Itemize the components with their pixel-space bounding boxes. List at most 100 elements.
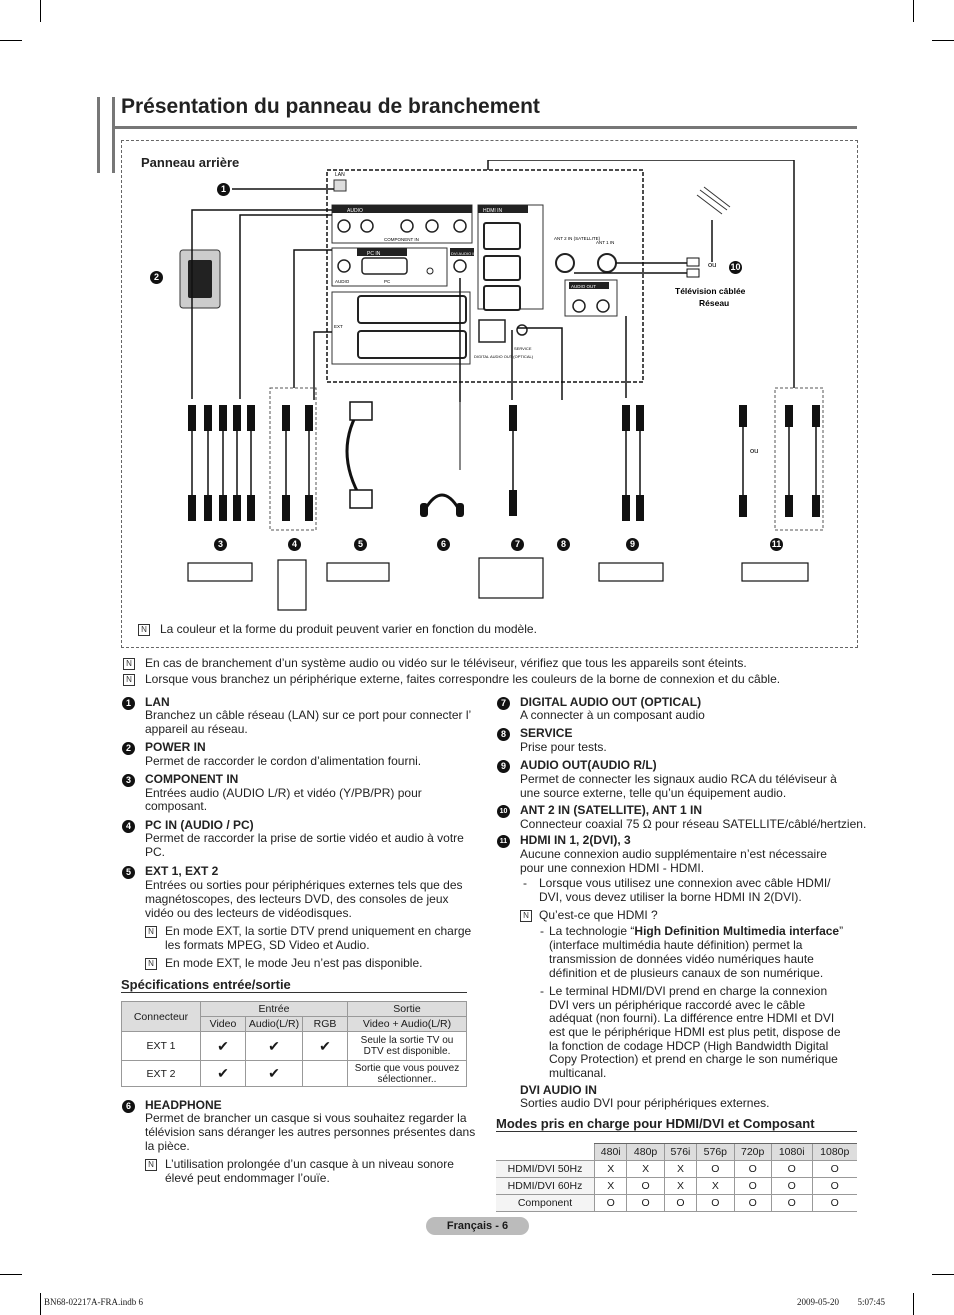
marker-5: 5 [354,538,367,551]
spec-row-name: EXT 2 [121,1060,201,1087]
pc-audio-label: AUDIO [335,279,350,284]
item-6-line: télévision sans déranger les autres pers… [145,1125,476,1139]
lan-port [333,179,347,192]
service-port [516,324,528,336]
hdmi-b1-bold: High Definition Multimedia interface [634,924,840,938]
item-5-line: vidéo ou des lecteurs de vidéodisques. [145,906,352,920]
item-11-line: pour une connexion HDMI - HDMI. [520,861,705,875]
item-8-number: 8 [497,728,510,741]
item-9-line: une source externe, telle qu’un équipeme… [520,786,787,800]
item-2-number: 2 [122,742,135,755]
crop-mark [40,0,41,22]
ext-label: EXT [334,324,343,329]
audio-out-r-jack [596,299,610,313]
headphone-jack [426,267,434,275]
ext-note-1: En mode EXT, la sortie DTV prend uniquem… [165,924,472,938]
item-1-line: Branchez un câble réseau (LAN) sur ce po… [145,708,472,722]
item-6-number: 6 [122,1100,135,1113]
hdmi-b2-line: Copy Protection) et prend en charge le s… [549,1052,838,1066]
spec-check [302,1060,348,1087]
cable-tv-label: Télévision câblée [675,286,746,296]
modes-row-name: HDMI/DVI 50Hz [496,1160,595,1178]
pc-cable-group [269,387,317,531]
scart-plug-top [349,401,373,421]
ext-note-1: les formats MPEG, SD Video et Audio. [165,938,370,952]
marker-2: 2 [150,271,163,284]
hdmi-b1-pre: La technologie “ [549,924,635,938]
hdmi-ports [483,222,521,311]
modes-cell: O [733,1160,772,1178]
pc-audio-jack [337,259,351,273]
pc-label: PC [384,279,391,284]
antenna-elements [696,186,731,215]
item-4-line: Permet de raccorder la prise de sortie v… [145,831,464,845]
note-icon: N [145,958,157,970]
modes-cell: X [593,1160,627,1178]
modes-col: 1080p [811,1143,857,1161]
modes-row-name: HDMI/DVI 60Hz [496,1177,595,1195]
page-number-badge: Français - 6 [426,1217,529,1235]
spec-entree: Entrée [200,1001,348,1017]
spec-row-name: EXT 1 [121,1031,201,1061]
dash: - [540,984,544,998]
hdmi-dash-line: Lorsque vous utilisez une connexion avec… [539,876,831,890]
note-icon: N [145,926,157,938]
spec-connecteur: Connecteur [121,1001,201,1032]
hdmi-b2-line: la fonction de codage HDCP (High Bandwid… [549,1039,829,1053]
spec-col: RGB [302,1016,348,1032]
headphone-cup-right [456,503,464,517]
item-1-number: 1 [122,697,135,710]
item-4-line: PC. [145,845,166,859]
modes-cell: X [663,1160,697,1178]
modes-cell: O [663,1194,697,1212]
marker-9: 9 [626,538,639,551]
rear-panel-diagram: LAN AUDIO COMPONENT IN HDMI IN PC IN AUD… [179,160,824,611]
crop-mark [0,1274,22,1275]
dash: - [540,924,544,938]
cable-lines [191,160,795,402]
hdmi-b2-line: DVI vers un périphérique raccordé avec l… [549,998,806,1012]
headphone-note: L’utilisation prolongée d’un casque à un… [165,1157,454,1171]
ant1-label: ANT 1 IN [596,240,614,245]
modes-col: 480p [626,1143,665,1161]
spec-table: Connecteur Entrée Sortie Video Audio(L/R… [121,1001,467,1087]
cable-plugs-bottom [188,490,820,521]
crop-mark [913,1293,914,1315]
hdmi-question: Qu’est-ce que HDMI ? [539,908,658,922]
marker-6: 6 [437,538,450,551]
item-9-line: Permet de connecter les signaux audio RC… [520,772,837,786]
rear-panel-box [121,140,858,648]
spec-out: Sortie que vous pouvez [354,1062,460,1074]
power-socket-inner [188,260,212,298]
modes-cell: O [811,1177,857,1195]
modes-cell: X [663,1177,697,1195]
modes-cell: X [696,1177,734,1195]
page-title: Présentation du panneau de branchement [121,95,540,118]
crop-mark [913,0,914,22]
ou-label-1: ou [708,260,716,269]
modes-table: 480i 480p 576i 576p 720p 1080i 1080p HDM… [496,1143,857,1212]
hdmi-b2-line: multicanal. [549,1066,607,1080]
crop-mark [932,40,954,41]
dvi-audio-title: DVI AUDIO IN [520,1083,597,1097]
hdmi-dash-line: DVI, vous devez utiliser la borne HDMI I… [539,890,802,904]
item-2-title: POWER IN [145,740,206,754]
modes-cell: O [770,1177,813,1195]
dvi-audio-jack [453,259,467,273]
item-8-title: SERVICE [520,726,573,740]
item-9-number: 9 [497,760,510,773]
audio-out-header [569,282,609,289]
item-5-title: EXT 1, EXT 2 [145,864,219,878]
footer-file: BN68-02217A-FRA.indb 6 [44,1297,144,1307]
modes-heading: Modes pris en charge pour HDMI/DVI et Co… [496,1116,857,1132]
audio-out-l-jack [572,299,586,313]
modes-col: 720p [733,1143,772,1161]
component-jacks [337,219,467,233]
modes-cell: O [696,1160,734,1178]
scart-ext2 [357,295,467,324]
component-audio-label: AUDIO [347,208,363,214]
item-6-title: HEADPHONE [145,1098,222,1112]
title-decoration [97,97,115,173]
hdmi-b2-line: adéquat (non fourni). La différence entr… [549,1011,835,1025]
service-label: SERVICE [514,346,532,351]
